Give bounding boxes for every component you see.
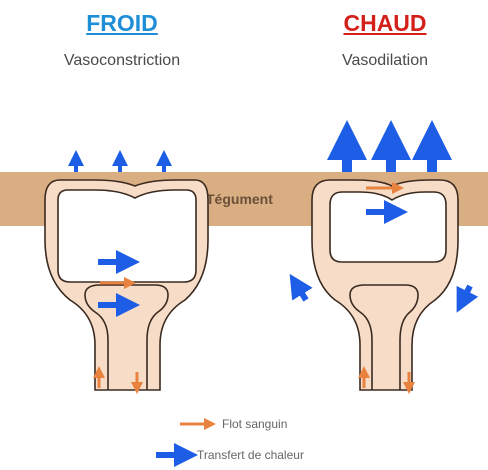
skin-label: Tégument (206, 191, 273, 207)
legend-heat-transfer-label: Transfert de chaleur (197, 448, 304, 462)
legend-heat-transfer: Transfert de chaleur (197, 448, 304, 462)
heat-arrow (296, 284, 306, 300)
heat-arrow (462, 286, 470, 302)
legend-blood-flow-label: Flot sanguin (222, 417, 287, 431)
cold-vessel (45, 180, 208, 390)
legend-blood-flow: Flot sanguin (222, 417, 287, 431)
